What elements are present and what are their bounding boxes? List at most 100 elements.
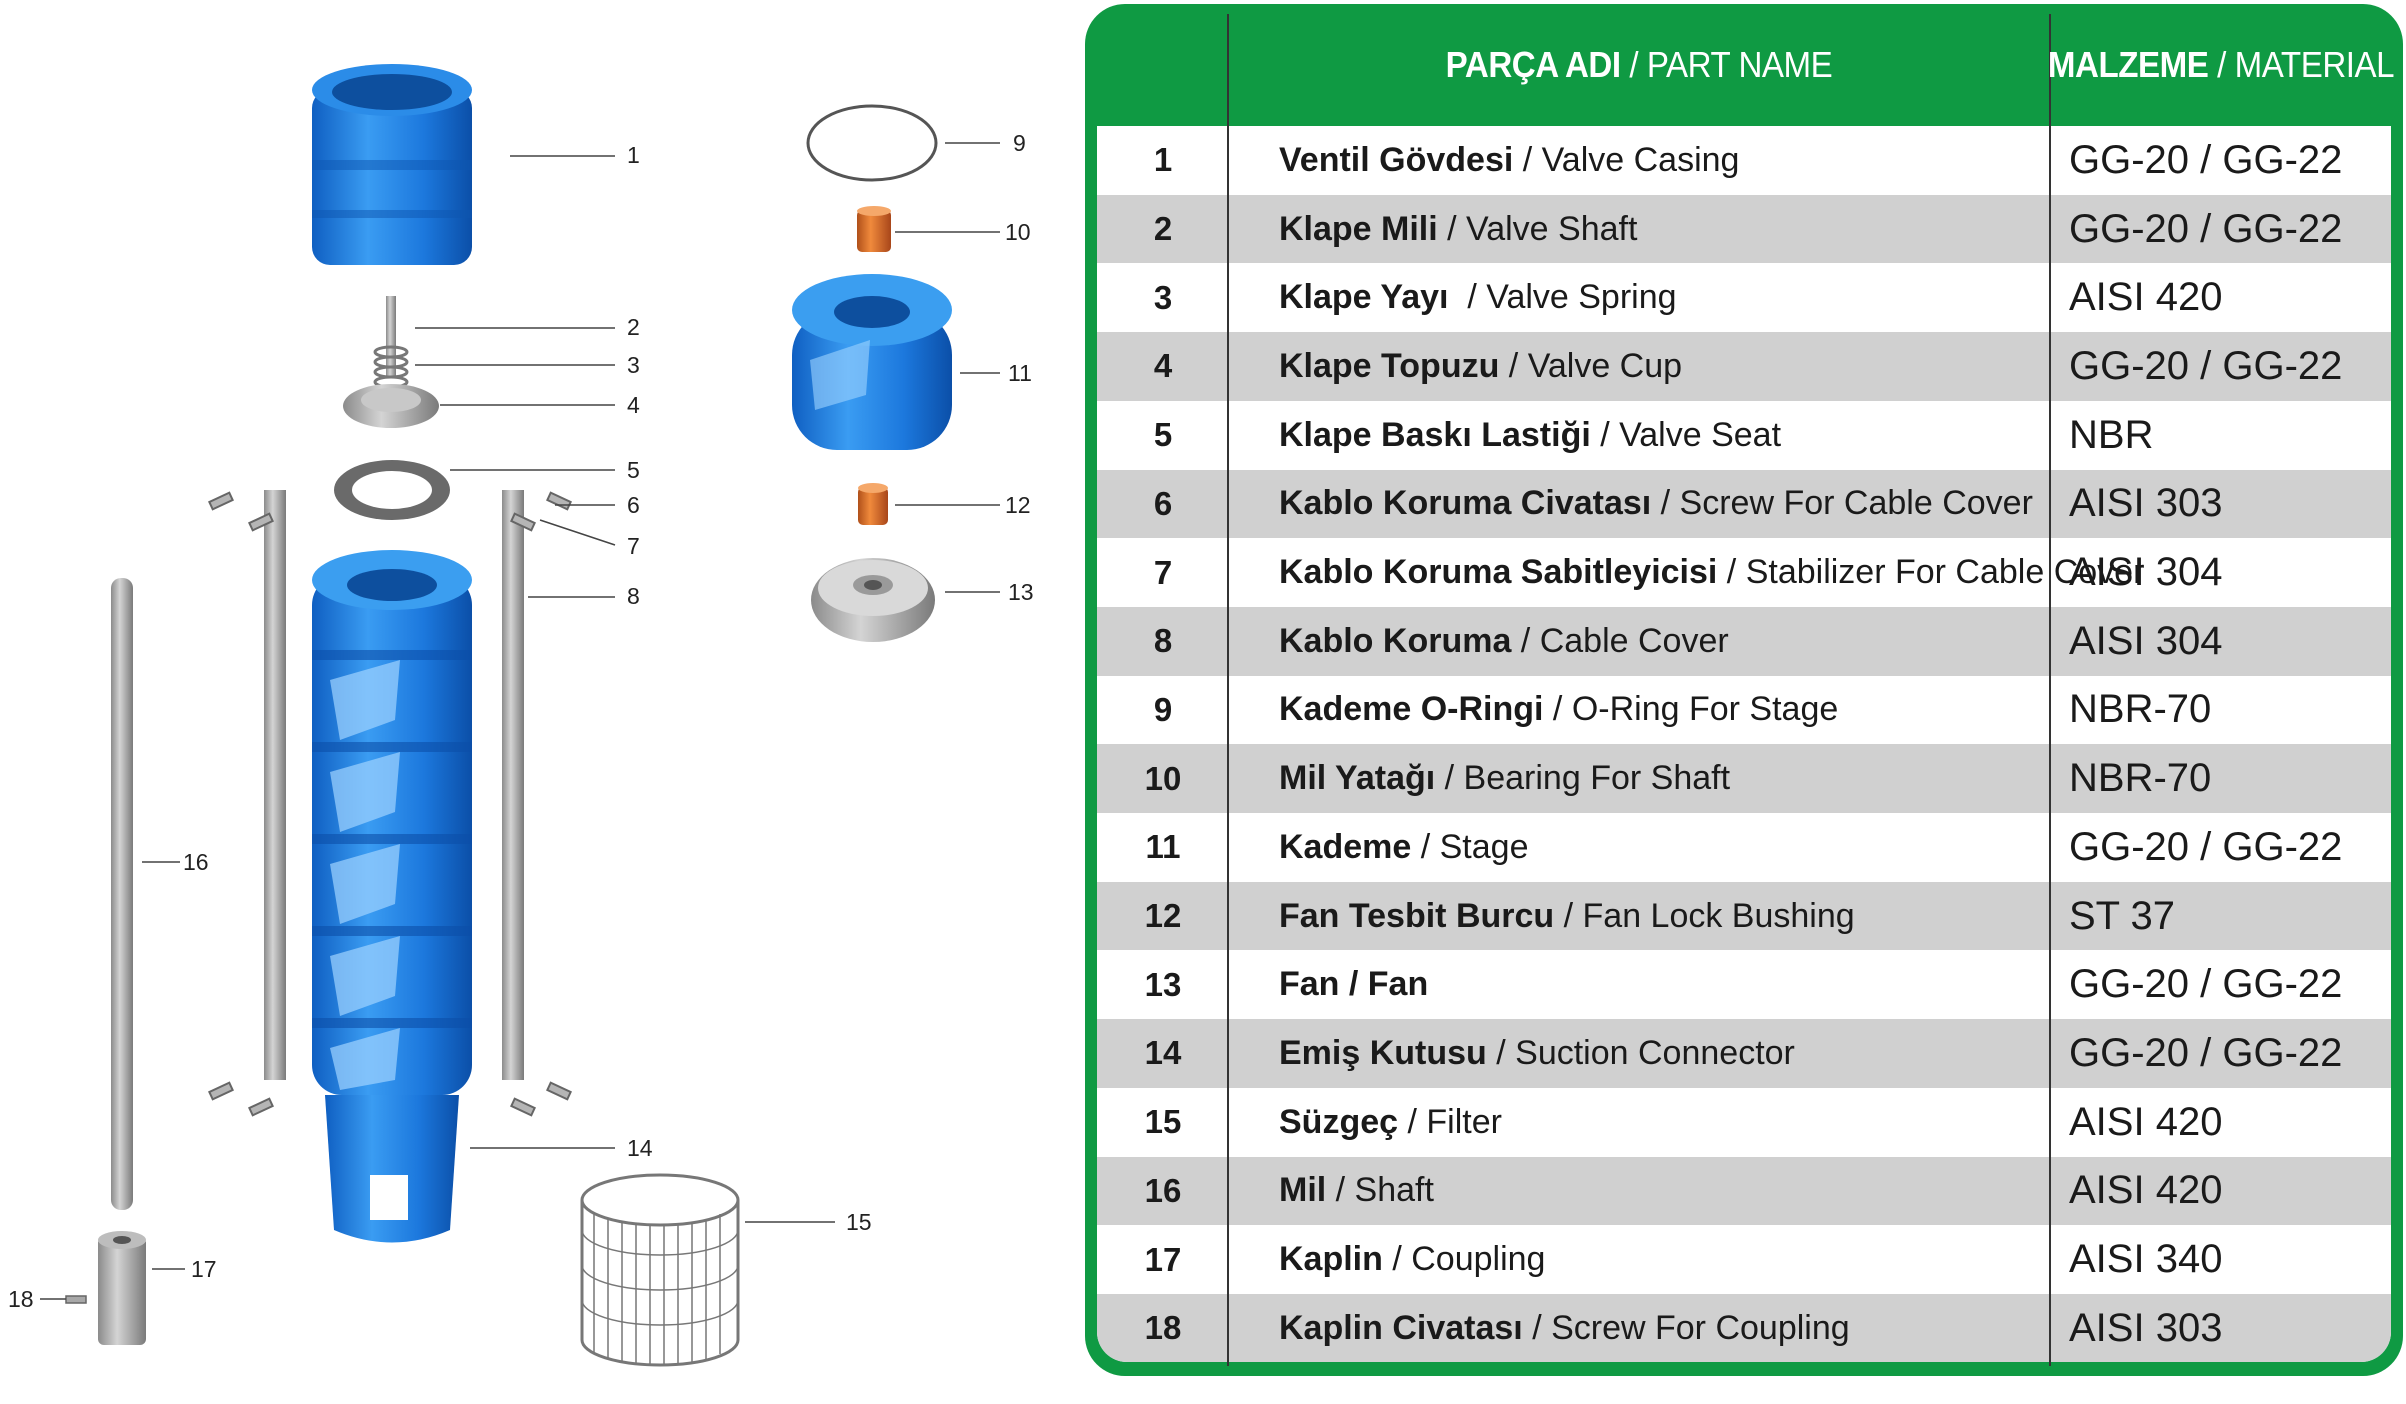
part-material: ST 37 bbox=[2069, 893, 2175, 938]
part-name-tr: Fan / Fan bbox=[1279, 965, 1429, 1004]
part-name-en: / Screw For Coupling bbox=[1522, 1308, 1850, 1347]
callout-15: 15 bbox=[846, 1209, 872, 1235]
part-number: 13 bbox=[1144, 965, 1182, 1003]
exploded-pump-diagram: 1 2 3 4 5 6 7 8 9 10 11 12 13 14 15 16 1… bbox=[0, 0, 1060, 1404]
part-number: 15 bbox=[1144, 1103, 1182, 1141]
part-name: Klape Yayı / Valve Spring bbox=[1229, 278, 2049, 317]
part-name-tr: Kademe O-Ringi bbox=[1279, 690, 1544, 729]
pump-parts-illustration bbox=[40, 64, 1000, 1367]
part-name-tr: Mil bbox=[1279, 1171, 1327, 1210]
part-number: 18 bbox=[1144, 1309, 1182, 1347]
part-name-tr: Klape Baskı Lastiği bbox=[1279, 415, 1591, 454]
part-number: 12 bbox=[1144, 897, 1182, 935]
callout-4: 4 bbox=[627, 392, 640, 418]
callout-3: 3 bbox=[627, 352, 640, 378]
part-name-en: / Coupling bbox=[1382, 1240, 1546, 1279]
part-name: Kaplin Civatası / Screw For Coupling bbox=[1229, 1309, 2049, 1348]
part-name-tr: Klape Topuzu bbox=[1279, 346, 1500, 385]
part-number: 9 bbox=[1153, 690, 1173, 728]
part-number: 11 bbox=[1145, 828, 1181, 866]
part-name-tr: Mil Yatağı bbox=[1279, 759, 1436, 798]
valve-shaft-spring-cup-part bbox=[343, 296, 439, 428]
part-number: 5 bbox=[1153, 416, 1173, 454]
callout-9: 9 bbox=[1013, 130, 1026, 156]
header-part-name-en: PART NAME bbox=[1646, 44, 1833, 85]
part-name-en: / Stabilizer For Cable Cover bbox=[1717, 553, 2145, 592]
part-name: Mil Yatağı / Bearing For Shaft bbox=[1229, 759, 2049, 798]
table-row: 13 Fan / Fan GG-20 / GG-22 bbox=[1097, 950, 2391, 1019]
callout-16: 16 bbox=[183, 849, 209, 875]
part-material: GG-20 / GG-22 bbox=[2069, 137, 2343, 182]
part-name: Kademe O-Ringi / O-Ring For Stage bbox=[1229, 690, 2049, 729]
part-name: Kablo Koruma Sabitleyicisi / Stabilizer … bbox=[1229, 553, 2144, 592]
part-name-en: / Shaft bbox=[1326, 1171, 1434, 1210]
part-material: AISI 303 bbox=[2069, 1305, 2223, 1350]
header-part-name-tr: PARÇA ADI bbox=[1445, 44, 1621, 85]
coupling-screw-part bbox=[65, 1295, 87, 1304]
part-name-en: / Valve Spring bbox=[1448, 278, 1677, 317]
part-name-en: / Bearing For Shaft bbox=[1435, 759, 1731, 798]
part-name: Mil / Shaft bbox=[1229, 1171, 2049, 1210]
valve-seat-part bbox=[334, 460, 450, 520]
part-name-tr: Kablo Koruma Sabitleyicisi bbox=[1279, 553, 1718, 592]
part-name-tr: Klape Yayı bbox=[1279, 278, 1449, 317]
stage-part bbox=[792, 274, 952, 450]
o-ring-part bbox=[806, 104, 938, 182]
part-name-tr: Kademe bbox=[1279, 827, 1412, 866]
shaft-part bbox=[111, 578, 133, 1210]
callout-8: 8 bbox=[627, 583, 640, 609]
part-name-en: / Cable Cover bbox=[1511, 621, 1729, 660]
part-material: NBR-70 bbox=[2069, 687, 2212, 732]
part-name-en: / Valve Casing bbox=[1513, 140, 1740, 179]
part-material: AISI 420 bbox=[2069, 275, 2223, 320]
part-name-tr: Emiş Kutusu bbox=[1279, 1033, 1487, 1072]
part-name: Fan / Fan bbox=[1229, 965, 2049, 1004]
parts-table: PARÇA ADI / PART NAME MALZEME / MATERIAL… bbox=[1085, 4, 2403, 1376]
part-name-en: / Screw For Cable Cover bbox=[1651, 484, 2033, 523]
part-name: Kademe / Stage bbox=[1229, 828, 2049, 867]
part-name-en: / O-Ring For Stage bbox=[1543, 690, 1839, 729]
table-row: 9 Kademe O-Ringi / O-Ring For Stage NBR-70 bbox=[1097, 676, 2391, 745]
callout-12: 12 bbox=[1005, 492, 1031, 518]
callout-18: 18 bbox=[8, 1286, 34, 1312]
part-number: 8 bbox=[1153, 622, 1173, 660]
part-name-tr: Kaplin bbox=[1279, 1240, 1383, 1279]
part-number: 14 bbox=[1144, 1034, 1182, 1072]
part-material: AISI 304 bbox=[2069, 618, 2223, 663]
part-material: AISI 303 bbox=[2069, 481, 2223, 526]
bearing-part bbox=[857, 206, 891, 252]
fan-lock-bushing-part bbox=[858, 483, 888, 525]
part-material: AISI 340 bbox=[2069, 1237, 2223, 1282]
callout-5: 5 bbox=[627, 457, 640, 483]
part-material: NBR bbox=[2069, 412, 2154, 457]
coupling-part bbox=[98, 1231, 146, 1345]
header-material-sep: / bbox=[2208, 44, 2235, 85]
part-name: Süzgeç / Filter bbox=[1229, 1103, 2049, 1142]
callout-2: 2 bbox=[627, 314, 640, 340]
callout-17: 17 bbox=[191, 1256, 217, 1282]
callout-11: 11 bbox=[1008, 360, 1032, 386]
fan-part bbox=[811, 558, 935, 642]
part-name-en: / Valve Shaft bbox=[1437, 209, 1638, 248]
part-number: 6 bbox=[1153, 484, 1173, 522]
header-material: MALZEME / MATERIAL bbox=[2048, 4, 2395, 126]
part-name: Kablo Koruma / Cable Cover bbox=[1229, 622, 2049, 661]
part-material: GG-20 / GG-22 bbox=[2069, 962, 2343, 1007]
part-name-tr: Kablo Koruma Civatası bbox=[1279, 484, 1652, 523]
callout-10: 10 bbox=[1005, 219, 1031, 245]
part-name-en: / Valve Cup bbox=[1499, 346, 1683, 385]
part-name: Klape Mili / Valve Shaft bbox=[1229, 210, 2049, 249]
cable-cover-screws-part bbox=[208, 491, 572, 1117]
part-name: Kablo Koruma Civatası / Screw For Cable … bbox=[1229, 484, 2049, 523]
stage-stack-part bbox=[312, 550, 472, 1243]
